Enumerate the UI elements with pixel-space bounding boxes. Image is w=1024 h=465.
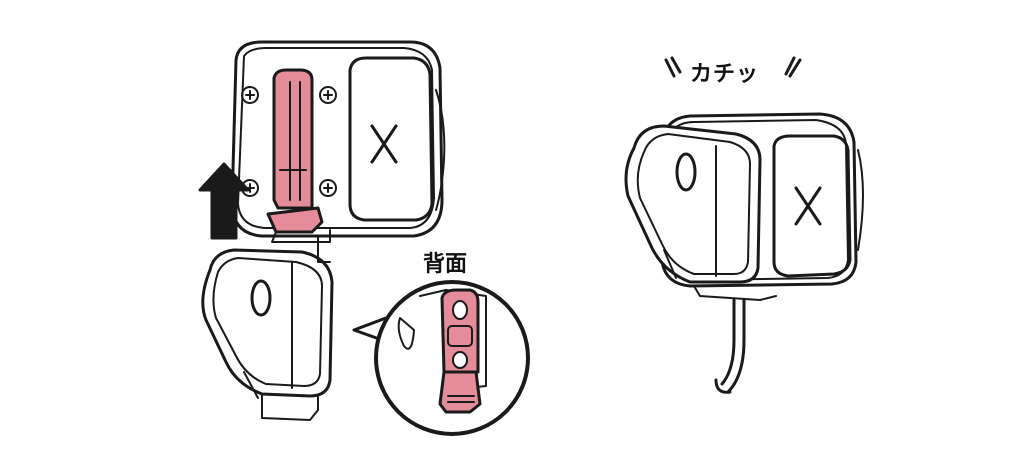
x-logo-icon — [370, 124, 398, 164]
screw-icon — [241, 86, 337, 197]
click-mark-icon — [664, 56, 802, 78]
mount-bracket-left — [201, 235, 334, 421]
cable — [720, 298, 736, 386]
side-face — [348, 56, 434, 222]
side-face-right — [772, 134, 852, 278]
x-logo-icon-right — [794, 186, 822, 226]
click-sound-label: カチッ — [690, 62, 760, 87]
back-view-label: 背面 — [423, 252, 468, 277]
up-arrow-icon — [198, 162, 250, 240]
back-latch — [438, 370, 482, 414]
back-rail — [440, 288, 480, 374]
slider-rail — [272, 68, 314, 210]
magnifier-callout — [352, 280, 530, 436]
camera-module-left — [230, 40, 446, 243]
slider-latch — [266, 206, 324, 234]
camera-assembled-right — [624, 112, 864, 394]
